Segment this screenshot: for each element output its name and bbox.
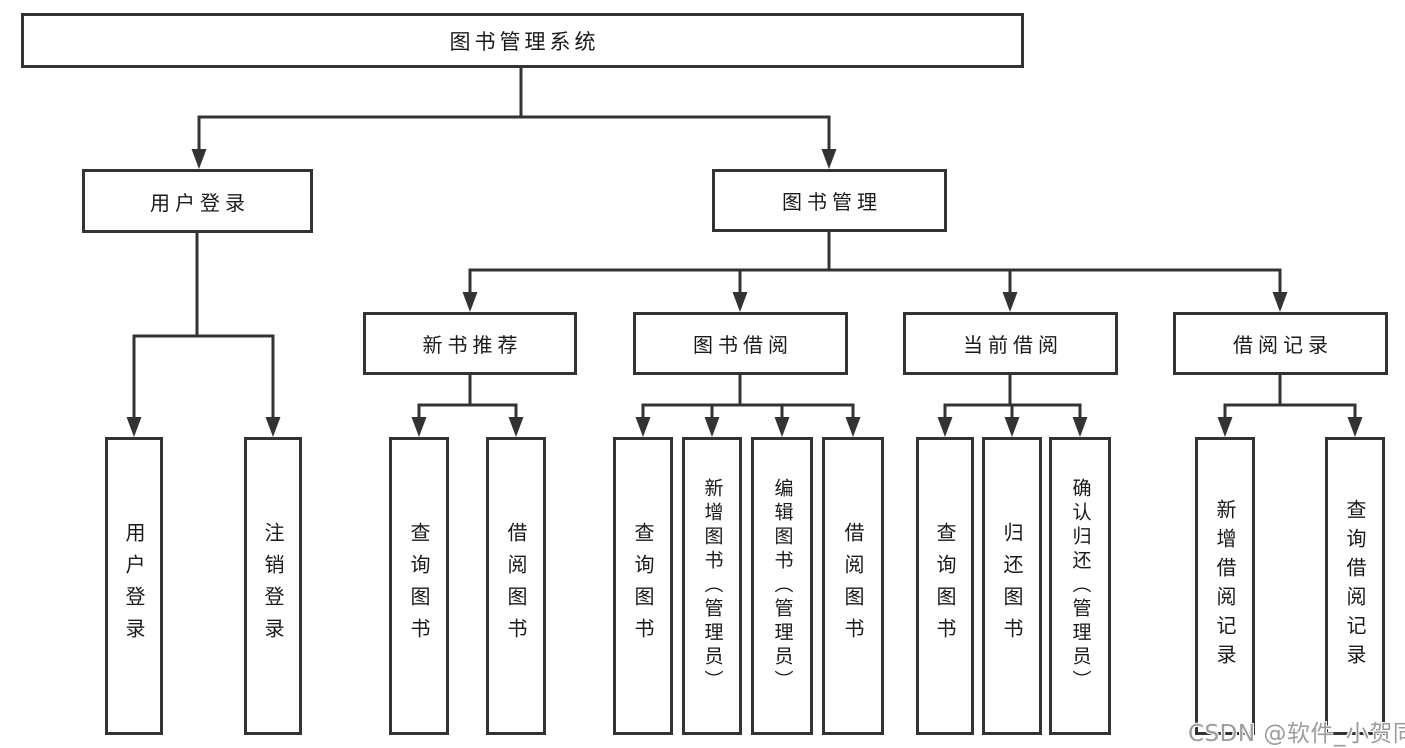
node-user-login-label: 用户登录 — [150, 190, 250, 215]
leaf-return-books-label: 归还图书 — [1000, 522, 1024, 650]
leaf-borrow-books-2-label: 借阅图书 — [841, 522, 865, 650]
tree-connectors — [126, 68, 1363, 437]
node-library-system-label: 图书管理系统 — [449, 29, 600, 54]
leaf-add-borrow-record: 新增借阅记录 — [1195, 437, 1255, 735]
leaf-logout: 注销登录 — [244, 437, 302, 735]
arrowhead-icons — [126, 149, 1363, 437]
leaf-confirm-return-admin: 确认归还（管理员） — [1049, 437, 1111, 735]
leaf-query-books-3: 查询图书 — [916, 437, 974, 735]
node-library-system: 图书管理系统 — [21, 13, 1024, 68]
leaf-query-books-1-label: 查询图书 — [407, 522, 431, 650]
leaf-confirm-return-admin-label: 确认归还（管理员） — [1069, 478, 1092, 694]
leaf-borrow-books-1-label: 借阅图书 — [504, 522, 528, 650]
leaf-edit-books-admin: 编辑图书（管理员） — [751, 437, 813, 735]
leaf-borrow-books-1: 借阅图书 — [486, 437, 546, 735]
leaf-logout-label: 注销登录 — [261, 522, 285, 650]
csdn-watermark: CSDN @软件_小贺同学 — [1188, 721, 1405, 747]
leaf-query-borrow-record-label: 查询借阅记录 — [1343, 499, 1367, 673]
leaf-query-books-1: 查询图书 — [389, 437, 449, 735]
node-current-borrow: 当前借阅 — [903, 312, 1118, 375]
leaf-borrow-books-2: 借阅图书 — [822, 437, 884, 735]
node-borrow-record: 借阅记录 — [1173, 312, 1388, 375]
node-book-borrow-label: 图书借阅 — [693, 333, 793, 357]
node-book-management: 图书管理 — [712, 169, 947, 232]
leaf-add-borrow-record-label: 新增借阅记录 — [1213, 499, 1237, 673]
leaf-add-books-admin-label: 新增图书（管理员） — [701, 478, 724, 694]
node-user-login: 用户登录 — [82, 169, 313, 233]
leaf-add-books-admin: 新增图书（管理员） — [682, 437, 742, 735]
leaf-query-books-2: 查询图书 — [613, 437, 673, 735]
leaf-edit-books-admin-label: 编辑图书（管理员） — [771, 478, 794, 694]
leaf-query-borrow-record: 查询借阅记录 — [1325, 437, 1385, 735]
node-new-book-recommend-label: 新书推荐 — [422, 333, 523, 357]
leaf-query-books-3-label: 查询图书 — [933, 522, 957, 650]
node-current-borrow-label: 当前借阅 — [963, 333, 1063, 357]
node-new-book-recommend: 新书推荐 — [363, 312, 577, 375]
leaf-user-login: 用户登录 — [105, 437, 163, 735]
node-book-borrow: 图书借阅 — [633, 312, 848, 375]
leaf-return-books: 归还图书 — [982, 437, 1042, 735]
leaf-user-login-label: 用户登录 — [122, 522, 146, 650]
node-book-management-label: 图书管理 — [782, 190, 882, 214]
leaf-query-books-2-label: 查询图书 — [631, 522, 655, 650]
node-borrow-record-label: 借阅记录 — [1233, 333, 1333, 357]
